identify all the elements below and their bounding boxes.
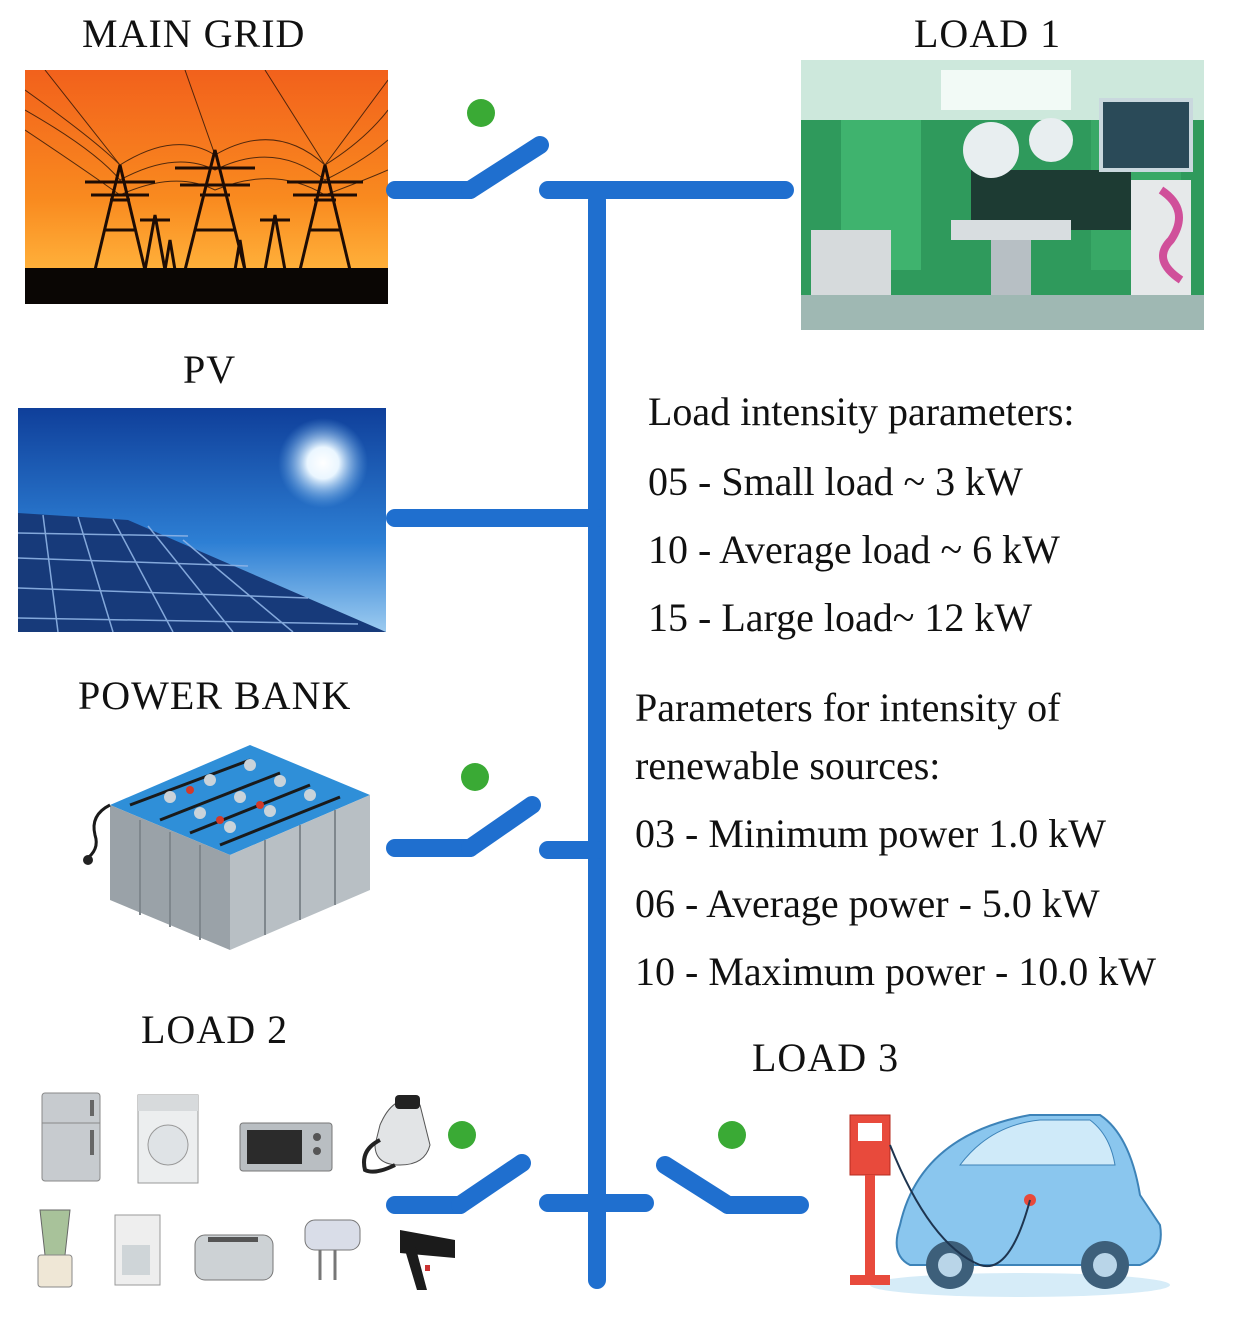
load-param-item: 10 - Average load ~ 6 kW <box>648 527 1060 572</box>
load2-switch-indicator <box>448 1121 476 1149</box>
toaster-icon <box>194 1234 274 1281</box>
load-param-item: 05 - Small load ~ 3 kW <box>648 459 1023 504</box>
blender-icon <box>37 1209 73 1288</box>
load2-label: LOAD 2 <box>141 1007 289 1052</box>
main-grid-switch-indicator <box>467 99 495 127</box>
load-param-item: 15 - Large load~ 12 kW <box>648 595 1033 640</box>
vacuum-cleaner-icon <box>362 1095 431 1174</box>
refrigerator-icon <box>41 1092 101 1182</box>
load2-appliances-image <box>30 1085 475 1300</box>
power-bank-switch-blade <box>461 796 541 857</box>
load3-switch-blade <box>656 1156 737 1214</box>
renewable-param-item: 06 - Average power - 5.0 kW <box>635 881 1100 926</box>
load2-switch-blade <box>451 1154 531 1214</box>
load3-switch-indicator <box>718 1121 746 1149</box>
main-grid-switch-blade <box>461 136 549 199</box>
renewable-param-item: 03 - Minimum power 1.0 kW <box>635 811 1107 856</box>
toaster-oven-icon <box>239 1122 333 1172</box>
load1-label: LOAD 1 <box>914 11 1062 56</box>
hair-dryer-icon <box>400 1230 455 1290</box>
washing-machine-icon <box>137 1094 199 1184</box>
renewable-param-item: 10 - Maximum power - 10.0 kW <box>635 949 1157 994</box>
pv-image <box>18 408 386 632</box>
load-params-title: Load intensity parameters: <box>648 389 1075 434</box>
main-grid-label: MAIN GRID <box>82 11 306 56</box>
renewable-params-title-line2: renewable sources: <box>635 743 941 788</box>
power-bank-label: POWER BANK <box>78 673 352 718</box>
renewable-params-title-line1: Parameters for intensity of <box>635 685 1061 730</box>
power-bank-switch-indicator <box>461 763 489 791</box>
pv-label: PV <box>183 347 237 392</box>
hand-mixer-icon <box>304 1219 361 1280</box>
coffee-maker-icon <box>114 1214 161 1286</box>
load1-image <box>801 60 1204 330</box>
load3-label: LOAD 3 <box>752 1035 900 1080</box>
main-grid-image <box>25 70 388 304</box>
power-bank-image <box>80 735 380 955</box>
load3-ev-charging-image <box>820 1105 1180 1300</box>
